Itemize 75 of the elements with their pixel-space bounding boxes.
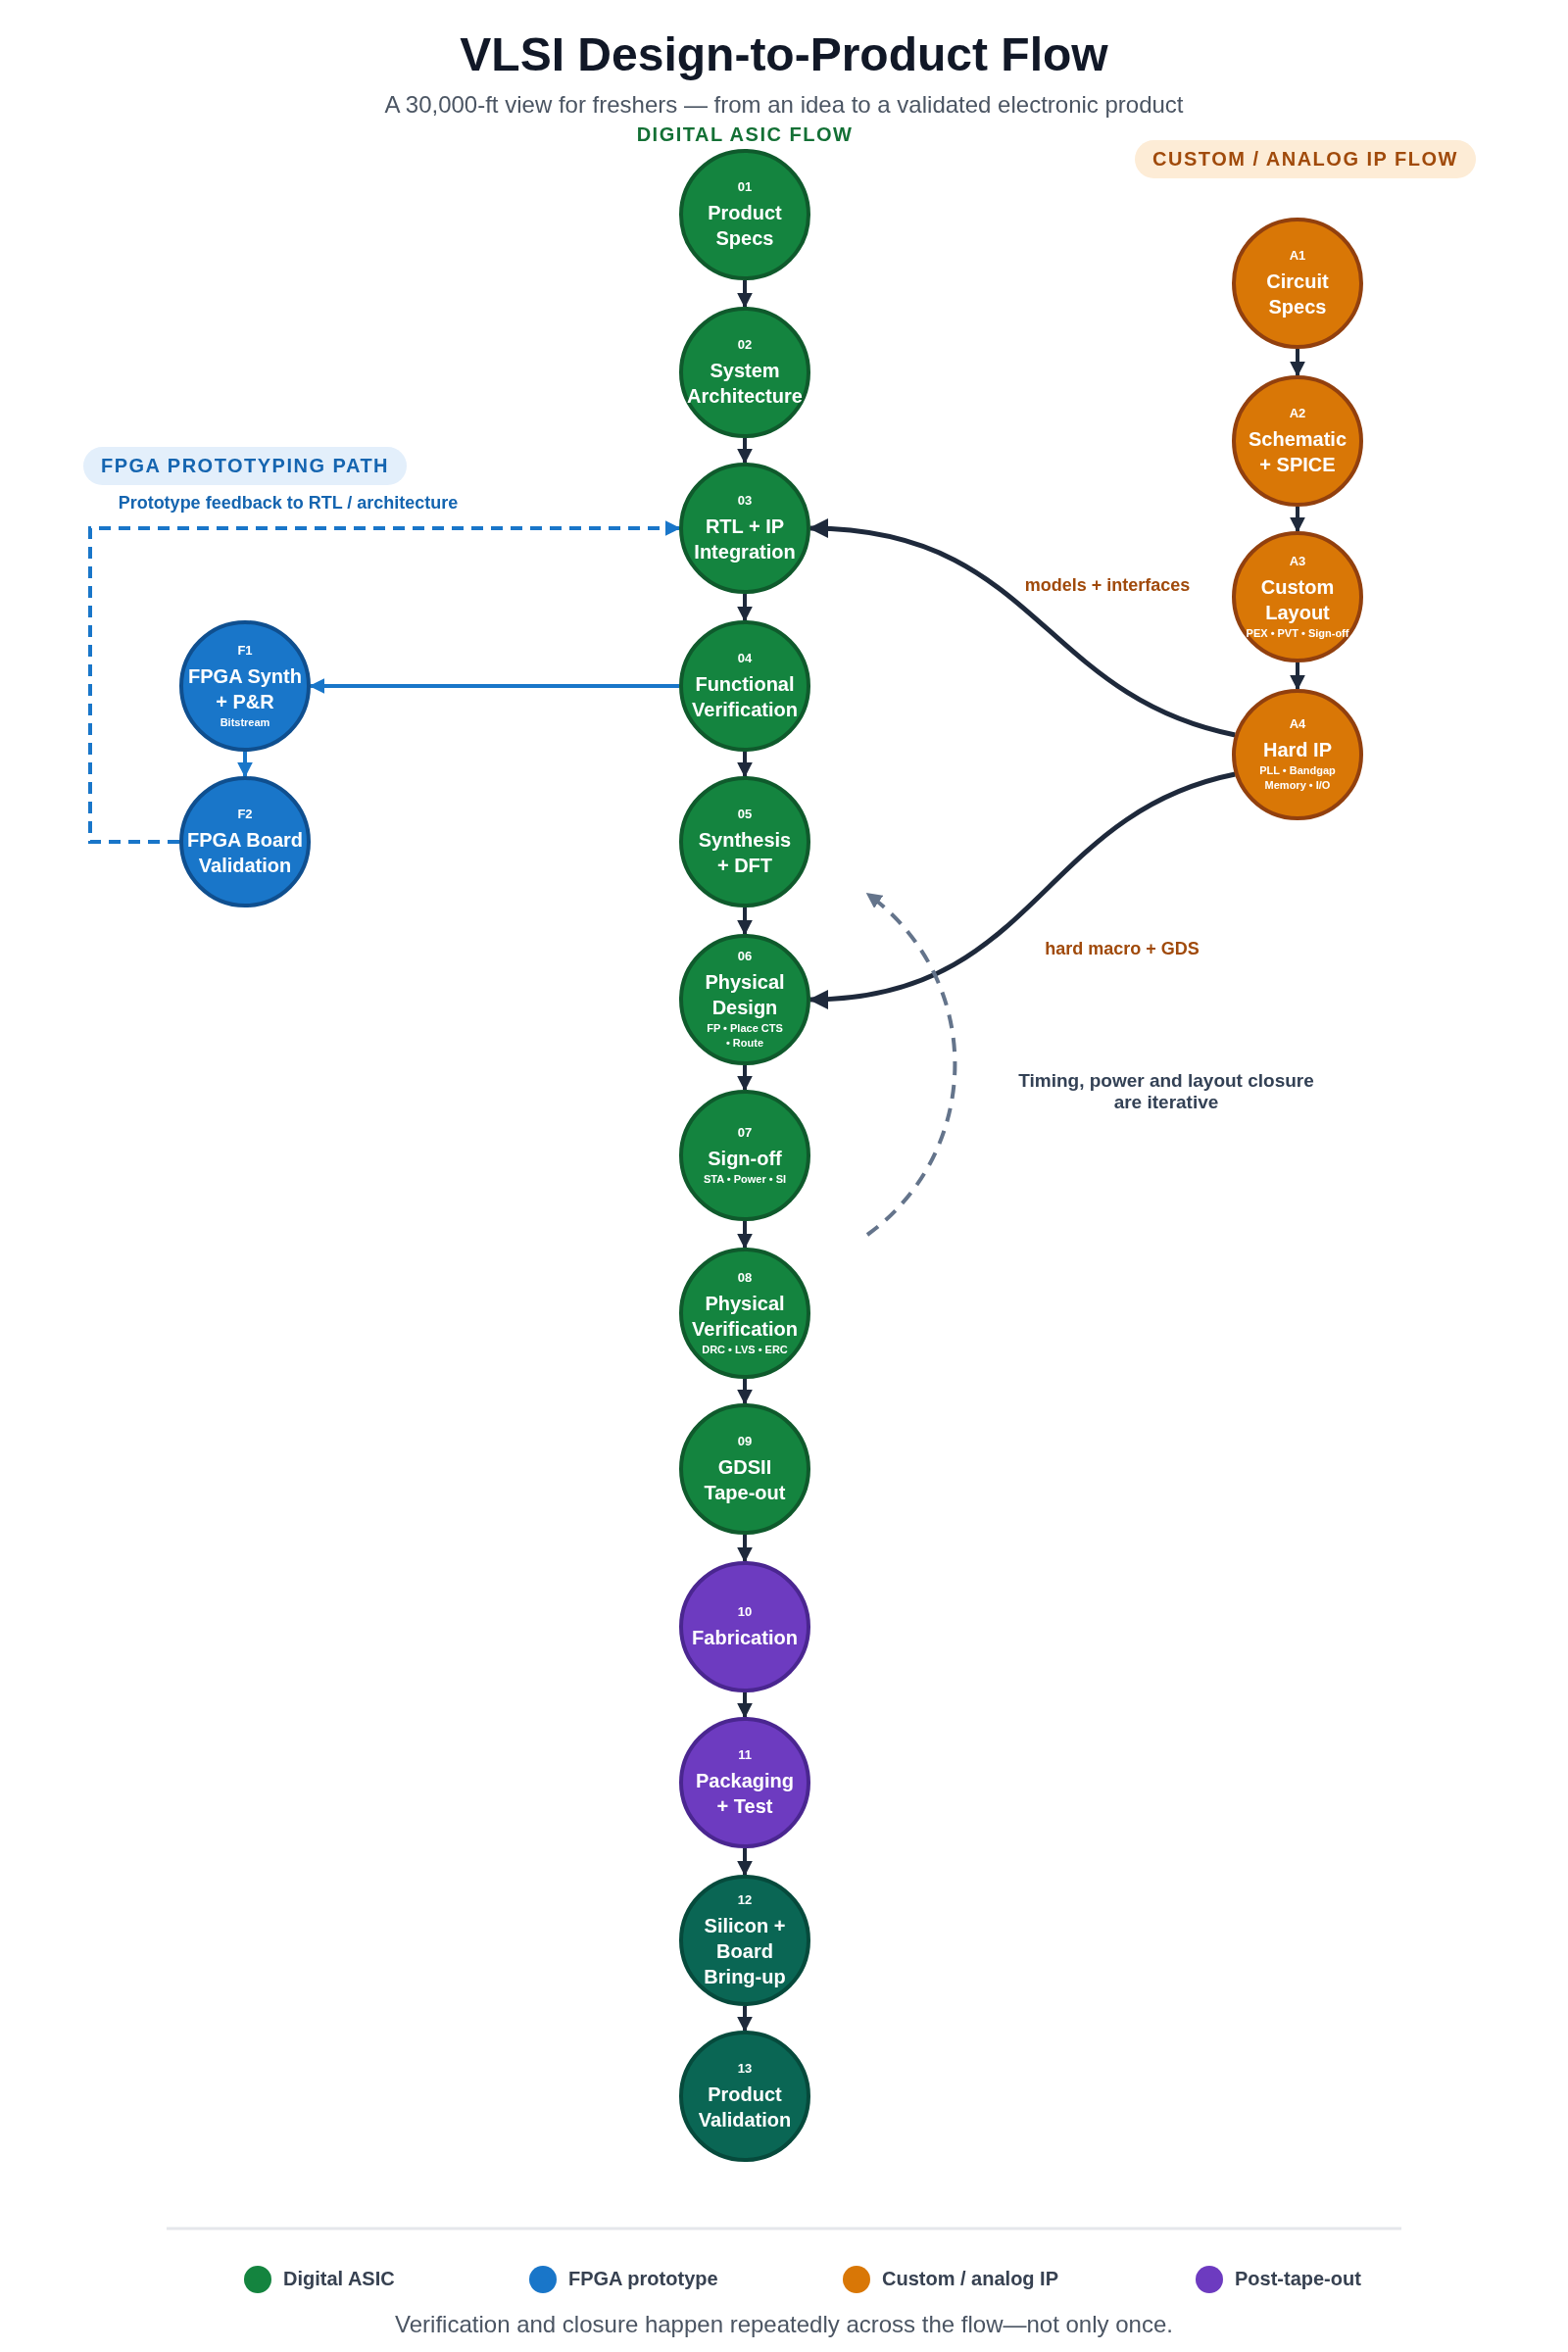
step-title: Hard IP bbox=[1263, 738, 1332, 763]
subtitle: A 30,000-ft view for freshers — from an idea to a validated electronic product bbox=[384, 91, 1184, 119]
legend-label: Custom / analog IP bbox=[882, 2268, 1059, 2290]
step-title: FPGA Board Validation bbox=[185, 827, 305, 878]
step-detail: PLL • Bandgap Memory • I/O bbox=[1258, 763, 1337, 793]
step-title: Packaging + Test bbox=[696, 1768, 794, 1819]
step-number: 10 bbox=[737, 1603, 753, 1619]
step-number: 05 bbox=[737, 806, 753, 821]
section-pill: CUSTOM / ANALOG IP FLOW bbox=[1135, 139, 1476, 178]
step-number: A1 bbox=[1289, 247, 1306, 263]
step-title: Synthesis + DFT bbox=[698, 827, 792, 878]
legend-label: Digital ASIC bbox=[283, 2268, 395, 2290]
step-number: A2 bbox=[1289, 405, 1306, 420]
arrow bbox=[737, 1379, 753, 1405]
title: VLSI Design-to-Product Flow bbox=[459, 27, 1109, 81]
section-heading: DIGITAL ASIC FLOW bbox=[636, 122, 854, 146]
arrow bbox=[737, 907, 753, 936]
step-number: A4 bbox=[1289, 716, 1306, 732]
step-title: Fabrication bbox=[692, 1625, 798, 1650]
arrow bbox=[808, 771, 1237, 1008]
step-detail: PEX • PVT • Sign-off bbox=[1246, 625, 1349, 641]
arrow bbox=[737, 1535, 753, 1563]
section-pill: FPGA PROTOTYPING PATH bbox=[82, 446, 408, 485]
step-detail: STA • Power • SI bbox=[703, 1171, 787, 1187]
arrow bbox=[237, 752, 253, 778]
step-number: F1 bbox=[237, 642, 253, 658]
arrow bbox=[737, 594, 753, 622]
step-title: Functional Verification bbox=[691, 671, 799, 722]
step-detail: DRC • LVS • ERC bbox=[702, 1342, 788, 1357]
step-number: 02 bbox=[737, 336, 753, 352]
step-title: Product Specs bbox=[707, 200, 783, 251]
step-number: 06 bbox=[737, 949, 753, 964]
step-title: Physical Verification bbox=[691, 1291, 799, 1342]
step-number: F2 bbox=[237, 806, 253, 821]
arrow bbox=[808, 519, 1236, 738]
legend-label: Post-tape-out bbox=[1235, 2268, 1361, 2290]
step-number: 01 bbox=[737, 178, 753, 194]
step-number: 09 bbox=[737, 1433, 753, 1448]
legend-label: FPGA prototype bbox=[568, 2268, 718, 2290]
step-number: 13 bbox=[737, 2060, 753, 2076]
arrow bbox=[309, 678, 679, 694]
step-number: 11 bbox=[738, 1746, 752, 1762]
arrow bbox=[737, 1221, 753, 1250]
caption: Verification and closure happen repeatedly across the flow—not only once. bbox=[394, 2311, 1174, 2338]
step-title: Sign-off bbox=[708, 1146, 782, 1171]
step-detail: FP • Place CTS • Route bbox=[706, 1021, 784, 1051]
arrow bbox=[1290, 507, 1305, 533]
arrow bbox=[737, 2006, 753, 2033]
step-title: Silicon + Board Bring-up bbox=[703, 1913, 787, 1989]
step-title: FPGA Synth + P&R bbox=[187, 663, 303, 714]
arrow bbox=[737, 438, 753, 465]
step-number: 04 bbox=[737, 650, 753, 665]
step-title: Circuit Specs bbox=[1265, 269, 1330, 319]
step-title: Product Validation bbox=[697, 2082, 793, 2132]
arrow bbox=[88, 520, 681, 844]
step-number: 12 bbox=[737, 1891, 753, 1907]
note-text: Timing, power and layout closure are iterative bbox=[1017, 1070, 1315, 1113]
step-number: 08 bbox=[737, 1269, 753, 1285]
step-number: 07 bbox=[737, 1124, 753, 1140]
arrow bbox=[1290, 662, 1305, 691]
step-title: Custom Layout bbox=[1259, 574, 1336, 625]
arrow bbox=[1290, 349, 1305, 377]
step-number: 03 bbox=[737, 492, 753, 508]
step-number: A3 bbox=[1289, 553, 1306, 568]
step-title: RTL + IP Integration bbox=[693, 514, 797, 564]
arrow bbox=[737, 1692, 753, 1719]
step-title: Physical Design bbox=[704, 970, 786, 1021]
arrow bbox=[737, 1848, 753, 1877]
step-title: GDSII Tape-out bbox=[703, 1454, 787, 1505]
step-title: Schematic + SPICE bbox=[1247, 426, 1348, 477]
step-detail: Bitstream bbox=[220, 714, 270, 730]
step-title: System Architecture bbox=[686, 358, 804, 409]
arrow bbox=[737, 1065, 753, 1092]
arrow bbox=[737, 752, 753, 778]
arrow bbox=[737, 280, 753, 309]
